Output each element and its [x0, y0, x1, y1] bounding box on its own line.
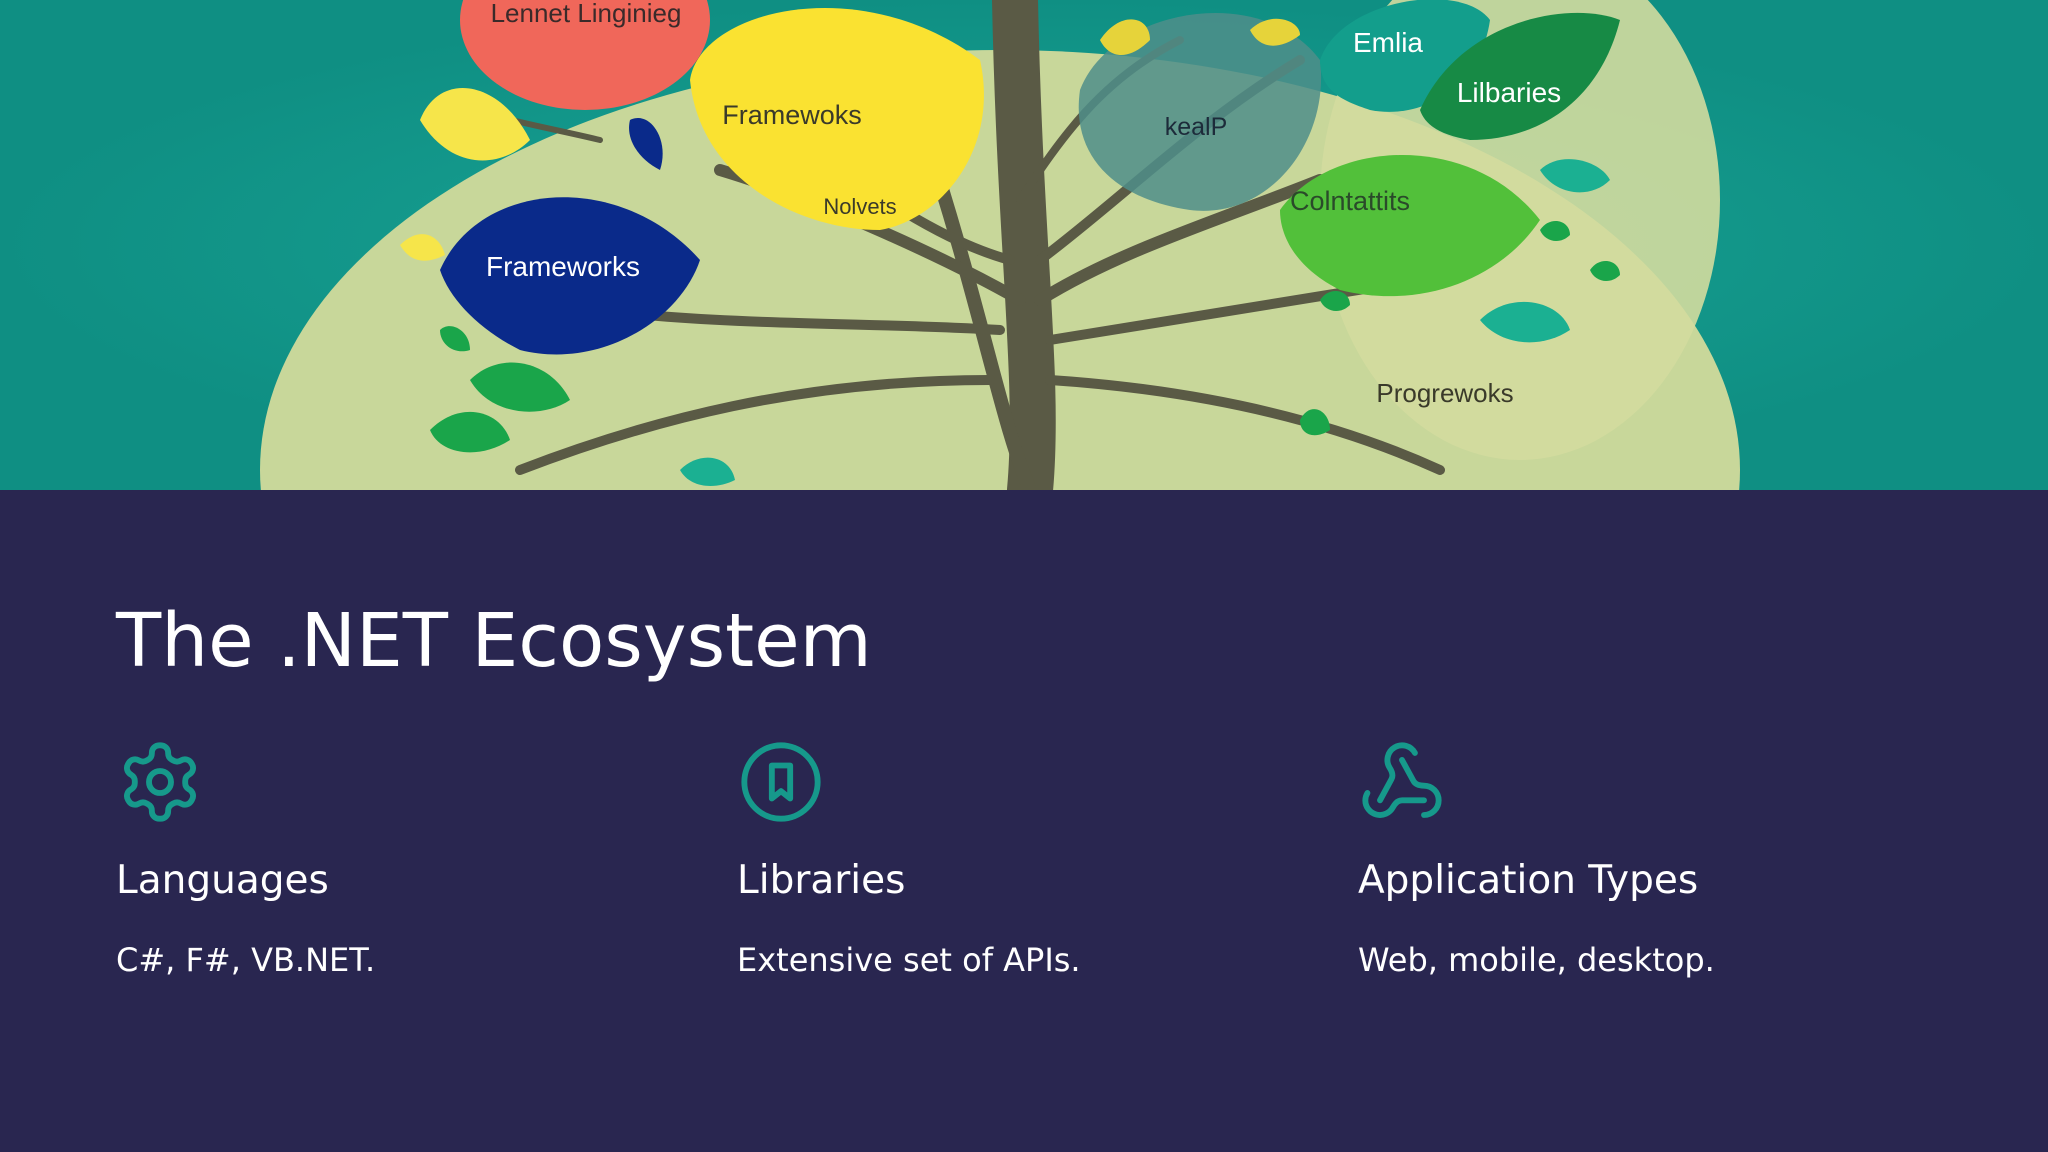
feature-description: Web, mobile, desktop.: [1358, 941, 1715, 979]
feature-description: Extensive set of APIs.: [737, 941, 1081, 979]
feature-title: Libraries: [737, 858, 906, 903]
content-area: The .NET Ecosystem Languages C#, F#, VB.…: [0, 490, 2048, 1152]
tree-illustration: Lennet Linginieg Framewoks Nolvets Frame…: [0, 0, 2048, 490]
leaf-contracts: [1280, 155, 1540, 297]
feature-application-types: Application Types Web, mobile, desktop.: [1358, 738, 1918, 979]
leaf-frameworks-yellow: [690, 7, 984, 231]
feature-libraries: Libraries Extensive set of APIs.: [737, 738, 1297, 979]
feature-languages: Languages C#, F#, VB.NET.: [116, 738, 676, 979]
hero-illustration: Lennet Linginieg Framewoks Nolvets Frame…: [0, 0, 2048, 490]
leaf-label-framewoks: Framewoks: [722, 100, 862, 130]
gear-icon: [124, 742, 196, 822]
leaf-label-kealp: kealP: [1165, 113, 1228, 141]
webhook-icon: [1362, 742, 1442, 818]
bookmark-circle-icon: [741, 742, 821, 822]
feature-title: Application Types: [1358, 858, 1699, 903]
leaf-top-left: [460, 0, 710, 110]
leaf-label-top-left: Lennet Linginieg: [491, 0, 682, 28]
feature-title: Languages: [116, 858, 329, 903]
leaf-frameworks-blue: [440, 197, 700, 355]
leaf-label-emlia: Emlia: [1353, 27, 1423, 58]
leaf-label-nolvets: Nolvets: [823, 194, 896, 219]
feature-description: C#, F#, VB.NET.: [116, 941, 376, 979]
leaf-libraries: [1420, 12, 1620, 140]
leaf-label-contracts: Colntattits: [1290, 186, 1410, 216]
leaf-label-libraries: Lilbaries: [1457, 77, 1561, 108]
page-title: The .NET Ecosystem: [116, 598, 872, 684]
leaf-label-progrewoks: Progrewoks: [1376, 378, 1513, 408]
leaf-label-frameworks: Frameworks: [486, 251, 640, 282]
leaf-kealp: [1078, 12, 1322, 211]
